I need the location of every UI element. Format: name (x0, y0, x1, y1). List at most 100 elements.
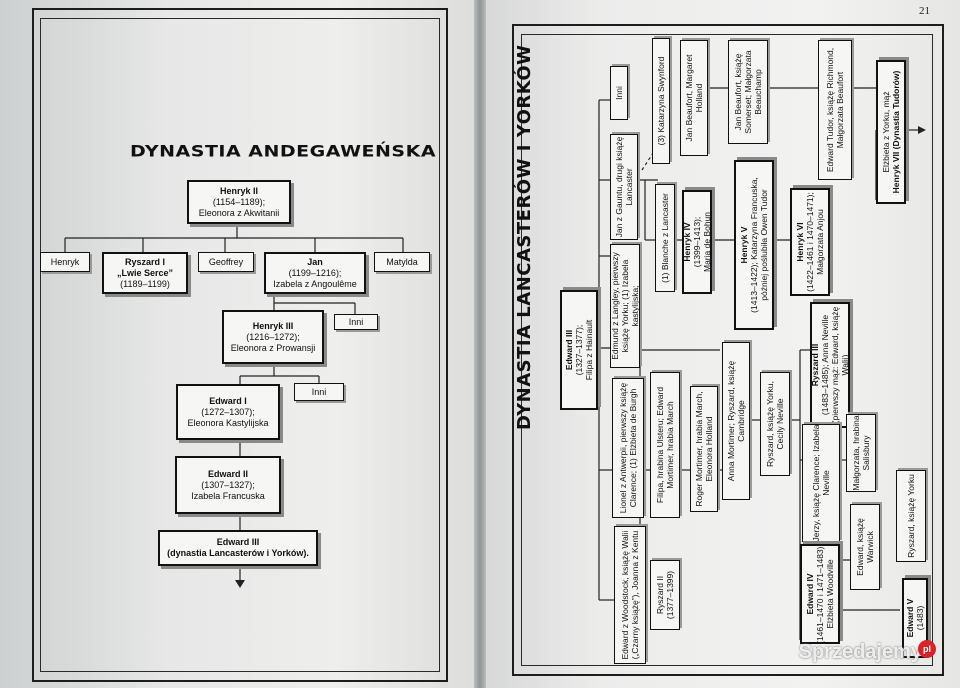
box-lionel: Lionel z Antwerpii, pierwszy książę Clar… (612, 378, 644, 518)
roger-text: Roger Mortimer, hrabia March, Eleonora H… (694, 391, 714, 507)
box-edward-tudor: Edward Tudor, książę Richmond, Małgorzat… (818, 40, 852, 180)
filipa-text: Filipa, hrabina Ulsteru; Edward Mortimer… (655, 386, 675, 504)
box-henryk-iii: Henryk III (1216–1272); Eleonora z Prowa… (222, 310, 324, 364)
henryk-iii-name: Henryk III (252, 320, 294, 331)
page-number: 21 (919, 5, 930, 17)
box-ryszard-ii: Ryszard II (1377–1399) (650, 560, 680, 630)
matylda-name: Matylda (386, 256, 418, 267)
edward-iii-left-dynasty: (dynastia Lancasterów i Yorków). (167, 548, 309, 558)
box-henryk-vi: Henryk VI (1422–1461 i 1470–1471); Małgo… (790, 188, 830, 296)
edward-iii-right-years: (1327–1377); (574, 324, 584, 376)
box-jan-beaufort: Jan Beaufort, Margaret Holland (680, 40, 708, 156)
box-edward-iv: Edward IV (1461–1470 i 1471–1483); Elżbi… (800, 544, 840, 644)
box-edward-ii: Edward II (1307–1327); Izabela Francuska (175, 456, 281, 514)
box-jan-gaunt: Jan z Gauntu, drugi książę Lancaster (610, 134, 638, 240)
box-ryszard-iii: Ryszard III (1483–1485); Anna Neville (p… (810, 302, 850, 428)
henryk-v-extra: później poślubiła Owen Tudor (759, 189, 769, 301)
box-henryk-ii: Henryk II (1154–1189); Eleonora z Akwita… (187, 180, 291, 224)
jan-spouse: Izabela z Angoulême (273, 278, 357, 289)
henryk-iv-name: Henryk IV (682, 222, 692, 262)
edward-iv-spouse: Elżbieta Woodville (825, 559, 835, 629)
ryszard-iii-extra: (pierwszy mąż: Edward, książę Walii) (830, 306, 850, 424)
inni-2-name: Inni (311, 386, 327, 397)
right-frame-inner (521, 34, 933, 666)
edward-tudor-text: Edward Tudor, książę Richmond, Małgorzat… (825, 47, 845, 173)
box-edmund: Edmund z Langley, pierwszy książę Yorku;… (610, 244, 640, 368)
ryszard-ii-name: Ryszard II (655, 575, 665, 615)
edward-i-years: (1272–1307); (201, 406, 255, 417)
edmund-text: Edmund z Langley, pierwszy książę Yorku;… (610, 252, 640, 360)
edward-ii-spouse: Izabela Francuska (191, 490, 265, 501)
left-page-title: DYNASTIA ANDEGAWEŃSKA (130, 142, 437, 161)
box-ryszard-i: Ryszard I „Lwie Serce” (1189–1199) (102, 252, 188, 294)
henryk-ii-spouse: Eleonora z Akwitanii (198, 207, 280, 218)
jan-beaufort-2-text: Jan Beaufort, książę Somerset; Małgorzat… (733, 50, 763, 134)
edward-iii-right-spouse: Filipa z Hainault (584, 319, 594, 381)
book-gutter (474, 0, 486, 688)
box-blanche: (1) Blanche z Lancaster (655, 184, 675, 292)
jerzy-text: Jerzy, książę Clarence; Izabela Neville (811, 424, 831, 542)
edward-i-name: Edward I (209, 395, 247, 406)
henryk-vi-years: (1422–1461 i 1470–1471); (805, 192, 815, 292)
anna-text: Anna Mortimer; Ryszard, książę Cambridge (726, 360, 746, 482)
watermark-text: Sprzedajemy (798, 641, 922, 663)
henryk-iii-spouse: Eleonora z Prowansji (230, 342, 316, 353)
box-edward-warwick: Edward, książę Warwick (850, 504, 880, 590)
ryszard-york-2-text: Ryszard, książę Yorku (906, 474, 916, 558)
edward-i-spouse: Eleonora Kastylijska (187, 417, 269, 428)
box-edward-iii-right: Edward III (1327–1377); Filipa z Hainaul… (560, 290, 598, 410)
jan-name: Jan (307, 256, 323, 267)
henryk-iv-years: (1399–1413); (692, 216, 702, 268)
right-frame-outer (512, 24, 944, 676)
ryszard-iii-name: Ryszard III (810, 343, 820, 387)
malgorzata-text: Małgorzata, hrabina Salisbury (851, 415, 871, 491)
henryk-iv-spouse: Maria de Bohun (702, 212, 712, 273)
edward-ii-name: Edward II (207, 468, 248, 479)
box-jerzy: Jerzy, książę Clarence; Izabela Neville (802, 424, 840, 542)
box-edward-iii-left: Edward III (dynastia Lancasterów i Yorkó… (158, 530, 318, 566)
ryszard-iii-years: (1483–1485); Anna Neville (820, 314, 830, 416)
ryszard-york-text: Ryszard, książę Yorku, Cecily Neville (765, 381, 785, 467)
jan-years: (1199–1216); (288, 267, 342, 278)
box-filipa: Filipa, hrabina Ulsteru; Edward Mortimer… (650, 372, 680, 518)
box-inni-right: Inni (610, 66, 628, 120)
box-anna: Anna Mortimer; Ryszard, książę Cambridge (722, 342, 750, 500)
katarzyna-text: (3) Katarzyna Swynford (656, 56, 666, 146)
edward-iv-years: (1461–1470 i 1471–1483); (815, 544, 825, 644)
lionel-text: Lionel z Antwerpii, pierwszy książę Clar… (618, 382, 638, 514)
henryk-iii-years: (1216–1272); (246, 331, 300, 342)
edward-warwick-text: Edward, książę Warwick (855, 518, 875, 576)
blanche-text: (1) Blanche z Lancaster (660, 193, 670, 283)
jan-gaunt-text: Jan z Gauntu, drugi książę Lancaster (614, 136, 634, 238)
inni-right-text: Inni (614, 86, 624, 100)
edward-ii-years: (1307–1327); (201, 479, 255, 490)
ryszard-i-years: (1189–1199) (120, 278, 170, 289)
henryk-ii-name: Henryk II (219, 185, 259, 196)
edward-iii-left-name: Edward III (216, 537, 260, 547)
box-katarzyna: (3) Katarzyna Swynford (652, 38, 670, 164)
left-frame-inner (40, 18, 440, 672)
henryk-v-name: Henryk V (739, 226, 749, 264)
henryk-vi-name: Henryk VI (795, 222, 805, 262)
left-frame-outer (32, 8, 448, 682)
henryk-vi-spouse: Małgorzata Anjou (815, 209, 825, 275)
ryszard-i-name: Ryszard I (124, 256, 166, 267)
henryk-name: Henryk (50, 256, 80, 267)
ryszard-i-nick: „Lwie Serce” (116, 267, 174, 278)
watermark-badge: pl (918, 640, 936, 658)
box-ryszard-york-2: Ryszard, książę Yorku (896, 470, 926, 562)
box-henryk-v: Henryk V (1413–1422); Katarzyna Francusk… (734, 160, 774, 330)
henryk-ii-years: (1154–1189); (212, 196, 266, 207)
box-henryk-iv: Henryk IV (1399–1413); Maria de Bohun (682, 190, 712, 294)
elzbieta-york-pre: Elżbieta z Yorku, mąż (881, 91, 891, 173)
jan-beaufort-text: Jan Beaufort, Margaret Holland (684, 54, 704, 142)
box-matylda: Matylda (374, 252, 430, 272)
geoffrey-name: Geoffrey (208, 256, 244, 267)
henryk-v-years: (1413–1422); Katarzyna Francuska, (749, 177, 759, 313)
box-ryszard-york: Ryszard, książę Yorku, Cecily Neville (760, 372, 790, 476)
box-henryk: Henryk (40, 252, 90, 272)
box-roger: Roger Mortimer, hrabia March, Eleonora H… (690, 386, 718, 512)
left-tree-lines (64, 224, 404, 588)
edward-woodstock-text: Edward z Woodstock, książę Walii („Czarn… (620, 530, 640, 660)
ryszard-ii-years: (1377–1399) (665, 570, 675, 620)
